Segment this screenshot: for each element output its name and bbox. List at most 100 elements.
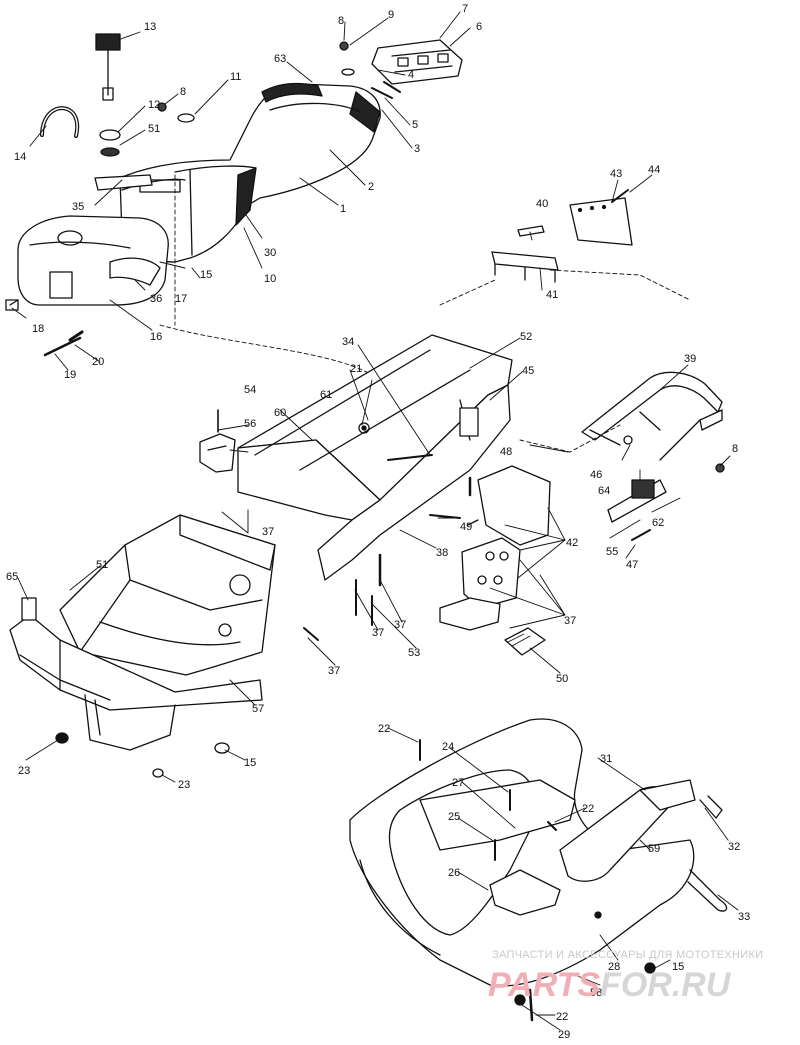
callout-15-c: 15 <box>672 961 684 973</box>
callout-31: 31 <box>600 753 612 765</box>
hardware-20 <box>68 330 84 342</box>
nosepan <box>349 718 695 987</box>
callout-56: 56 <box>244 418 256 430</box>
watermark: ЗАПЧАСТИ И АКСЕССУАРЫ ДЛЯ МОТОТЕХНИКИ PA… <box>488 949 763 1004</box>
callout-38: 38 <box>436 547 448 559</box>
callout-27: 27 <box>452 777 464 789</box>
callout-7: 7 <box>462 3 468 15</box>
callout-37-e: 37 <box>262 526 274 538</box>
callout-61: 61 <box>320 389 332 401</box>
bracket-38 <box>439 597 501 631</box>
watermark-brand-part1: PARTS <box>488 966 600 1004</box>
callout-32: 32 <box>728 841 740 853</box>
callout-58: 58 <box>590 987 602 999</box>
callout-4: 4 <box>408 69 414 81</box>
watermark-brand-part2: FOR.RU <box>600 966 732 1004</box>
callout-labels: 13 12 51 14 8 11 8 9 7 6 4 5 3 63 2 1 30… <box>6 3 750 1041</box>
callout-42: 42 <box>566 537 578 549</box>
callout-51-a: 51 <box>148 123 160 135</box>
callout-40: 40 <box>536 198 548 210</box>
callout-46: 46 <box>590 469 602 481</box>
callout-2: 2 <box>368 181 374 193</box>
callout-48: 48 <box>500 446 512 458</box>
rear-bumper-39 <box>581 371 723 461</box>
fuel-cap <box>95 33 121 157</box>
cable-33 <box>687 869 728 912</box>
callout-37-d: 37 <box>328 665 340 677</box>
callout-23-a: 23 <box>18 765 30 777</box>
callout-36: 36 <box>150 293 162 305</box>
bracket-56 <box>199 433 236 473</box>
callout-13: 13 <box>144 21 156 33</box>
callout-18: 18 <box>32 323 44 335</box>
callout-11: 11 <box>230 71 241 83</box>
bracket-42 <box>461 537 521 609</box>
leader-lines <box>11 11 739 1031</box>
washer-11 <box>177 113 195 123</box>
callout-43: 43 <box>610 168 622 180</box>
cable-32 <box>699 795 723 819</box>
callout-33: 33 <box>738 911 750 923</box>
tank-strap <box>94 174 153 191</box>
callout-1: 1 <box>340 203 346 215</box>
callout-30: 30 <box>264 247 276 259</box>
callout-14: 14 <box>14 151 26 163</box>
bracket-45 <box>477 465 551 546</box>
callout-53: 53 <box>408 647 420 659</box>
bellypan-rail <box>9 614 263 751</box>
clip-40 <box>517 225 545 237</box>
callout-25: 25 <box>448 811 460 823</box>
callout-59: 59 <box>648 843 660 855</box>
callout-34: 34 <box>342 336 354 348</box>
callout-28: 28 <box>608 961 620 973</box>
callout-37-c: 37 <box>372 627 384 639</box>
bracket-6 <box>371 39 463 85</box>
fuel-tank <box>5 215 169 311</box>
callout-62: 62 <box>652 517 664 529</box>
callout-9: 9 <box>388 9 394 21</box>
chassis-57 <box>59 514 276 676</box>
callout-49: 49 <box>460 521 472 533</box>
callout-39: 39 <box>684 353 696 365</box>
callout-16: 16 <box>150 331 162 343</box>
callout-57: 57 <box>252 703 264 715</box>
callout-41: 41 <box>546 289 558 301</box>
callout-21: 21 <box>350 363 362 375</box>
callout-12: 12 <box>148 99 160 111</box>
callout-8-a: 8 <box>180 86 186 98</box>
callout-22-b: 22 <box>582 803 594 815</box>
callout-50: 50 <box>556 673 568 685</box>
callout-26: 26 <box>448 867 460 879</box>
callout-6: 6 <box>476 21 482 33</box>
callout-52: 52 <box>520 331 532 343</box>
callout-22-a: 22 <box>378 723 390 735</box>
bracket-41 <box>491 251 559 283</box>
callout-47: 47 <box>626 559 638 571</box>
callout-37-b: 37 <box>394 619 406 631</box>
callout-37-a: 37 <box>564 615 576 627</box>
grommet-61 <box>358 422 370 434</box>
callout-54: 54 <box>244 384 256 396</box>
nut-8a <box>157 102 167 112</box>
callout-8-b: 8 <box>338 15 344 27</box>
callout-23-b: 23 <box>178 779 190 791</box>
callout-15-a: 15 <box>200 269 212 281</box>
plate-50 <box>504 627 546 656</box>
callout-5: 5 <box>412 119 418 131</box>
callout-17: 17 <box>175 293 187 305</box>
callout-29: 29 <box>558 1029 570 1040</box>
pin-19 <box>43 336 82 357</box>
taillight-43 <box>569 197 633 246</box>
callout-45: 45 <box>522 365 534 377</box>
watermark-tagline: ЗАПЧАСТИ И АКСЕССУАРЫ ДЛЯ МОТОТЕХНИКИ <box>492 949 763 961</box>
callout-20: 20 <box>92 356 104 368</box>
callout-55: 55 <box>606 546 618 558</box>
callout-63: 63 <box>274 53 286 65</box>
callout-15-b: 15 <box>244 757 256 769</box>
callout-35: 35 <box>72 201 84 213</box>
callout-22-c: 22 <box>556 1011 568 1023</box>
callout-19: 19 <box>64 369 76 381</box>
callout-44: 44 <box>648 164 660 176</box>
bracket-65 <box>21 597 37 621</box>
